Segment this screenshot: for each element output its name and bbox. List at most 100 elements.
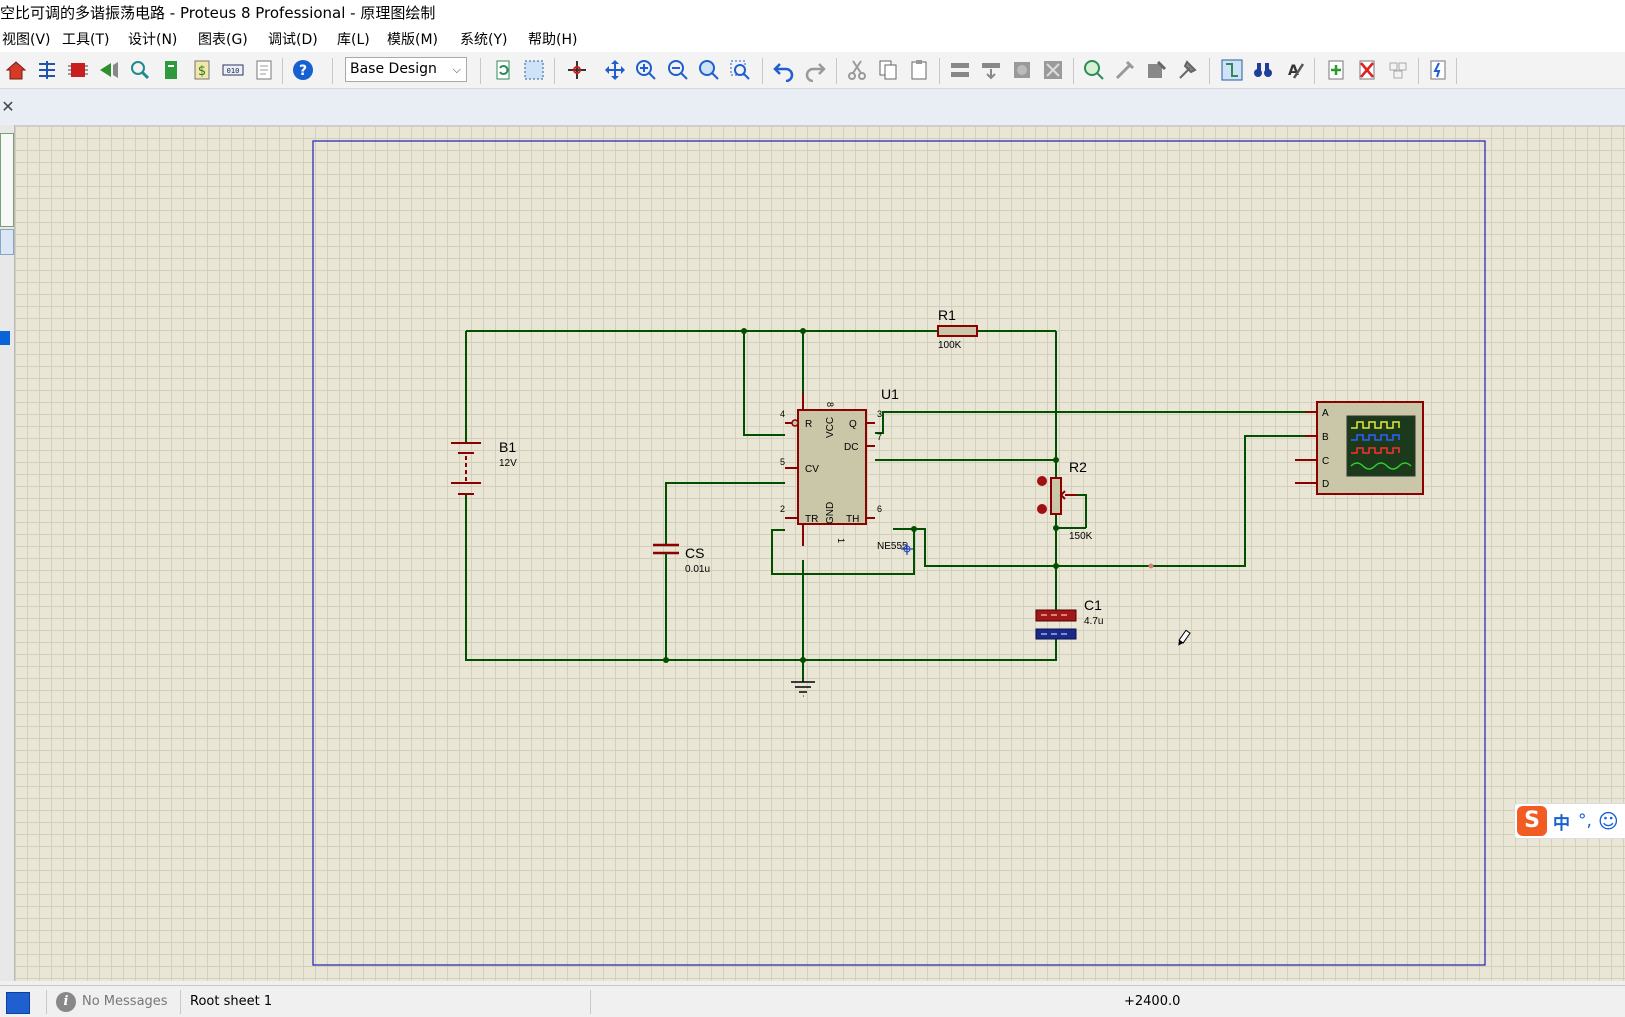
block-delete-icon[interactable] [1039,56,1067,84]
menu-library[interactable]: 库(L) [337,32,370,48]
status-separator [180,990,181,1014]
menu-design[interactable]: 设计(N) [128,32,178,48]
zoom-in-icon[interactable] [632,56,660,84]
pin-label-dc: DC [844,442,858,453]
zoom-area-icon[interactable] [726,56,754,84]
remove-sheet-icon[interactable] [1353,56,1381,84]
scope-channel-c: C [1322,456,1329,467]
sogou-logo-icon: S [1517,806,1547,836]
battery-ref: B1 [499,439,516,455]
c1-ref: C1 [1084,597,1102,613]
cs-value: 0.01u [685,564,710,575]
pin-number-vcc: 8 [825,402,835,407]
home-icon[interactable] [2,56,30,84]
ic-ref: U1 [881,386,899,402]
menu-tools[interactable]: 工具(T) [62,32,110,48]
block-rotate-icon[interactable] [1008,56,1036,84]
3d-viewer-icon[interactable] [95,56,123,84]
cut-icon[interactable] [843,56,871,84]
toolbar-separator [480,58,481,84]
pin-number-cv: 5 [780,457,785,467]
block-copy-icon[interactable] [946,56,974,84]
menu-bar: 视图(V) 工具(T) 设计(N) 图表(G) 调试(D) 库(L) 模版(M)… [0,28,1625,52]
pan-icon[interactable] [601,56,629,84]
oscilloscope[interactable]: A B C D [1295,401,1424,495]
chevron-down-icon: ⌵ [452,63,461,76]
schematic-capture-icon[interactable] [33,56,61,84]
toolbar-separator [1314,58,1315,84]
status-messages[interactable]: No Messages [82,994,168,1009]
animation-control-icon[interactable] [6,992,30,1014]
overview-window[interactable] [0,133,14,227]
device-selector-toggle[interactable] [0,229,14,255]
undo-icon[interactable] [770,56,798,84]
wire-junctions [663,328,1059,663]
bill-of-materials-icon[interactable]: $ [188,56,216,84]
close-icon[interactable]: ✕ [1,97,15,116]
redo-icon[interactable] [801,56,829,84]
design-variant-select[interactable]: Base Design ⌵ [345,57,467,82]
menu-template[interactable]: 模版(M) [387,32,439,48]
copy-icon[interactable] [874,56,902,84]
design-variant-value: Base Design [350,61,437,77]
pin-label-tr: TR [805,514,818,525]
battery-b1[interactable]: B1 12V [451,439,517,495]
capacitor-c1[interactable]: C1 4.7u [1035,594,1103,640]
ground-symbol[interactable] [791,681,815,697]
exit-to-parent-icon[interactable] [1384,56,1412,84]
design-explorer-icon[interactable] [157,56,185,84]
block-move-icon[interactable] [977,56,1005,84]
help-icon[interactable]: ? [289,56,317,84]
search-tag-icon[interactable] [1249,56,1277,84]
gerber-viewer-icon[interactable] [126,56,154,84]
source-code-icon[interactable]: 010 [219,56,247,84]
window-title: 空比可调的多谐振荡电路 - Proteus 8 Professional - 原… [0,4,436,22]
wire-autorouter-icon[interactable] [1218,56,1246,84]
pcb-layout-icon[interactable] [64,56,92,84]
potentiometer-r2[interactable]: R2 150K [1037,459,1093,542]
r1-value: 100K [938,340,962,351]
menu-graph[interactable]: 图表(G) [198,32,248,48]
paste-icon[interactable] [905,56,933,84]
refresh-icon[interactable] [489,56,517,84]
pin-number-th: 6 [877,504,882,514]
electrical-rule-check-icon[interactable] [1424,56,1452,84]
status-bar: i No Messages Root sheet 1 +2400.0 [0,985,1625,1017]
packaging-tool-icon[interactable] [1142,56,1170,84]
selected-device-item[interactable] [0,331,10,345]
notes-icon[interactable] [250,56,278,84]
menu-debug[interactable]: 调试(D) [268,32,318,48]
schematic-canvas[interactable]: B1 12V R1 100K U1 NE555 R Q DC CV TR TH … [15,126,1625,981]
status-coordinate: +2400.0 [1124,994,1181,1009]
svg-text:010: 010 [227,67,240,75]
main-toolbar: $ 010 ? [0,52,1625,89]
decompose-icon[interactable] [1173,56,1201,84]
ime-toolbar[interactable]: S 中 °, ☺ [1514,803,1625,839]
capacitor-cs[interactable]: CS 0.01u [653,543,710,575]
title-bar: 空比可调的多谐振荡电路 - Proteus 8 Professional - 原… [0,0,1625,28]
cs-ref: CS [685,545,704,561]
new-sheet-icon[interactable] [1322,56,1350,84]
info-icon: i [56,992,76,1012]
property-assignment-icon[interactable]: A [1280,56,1308,84]
grid-toggle-icon[interactable] [520,56,548,84]
origin-icon[interactable] [563,56,591,84]
pin-label-vcc: VCC [825,417,836,438]
status-separator [590,990,591,1014]
menu-system[interactable]: 系统(Y) [460,32,508,48]
pick-device-icon[interactable] [1080,56,1108,84]
probe-cursor-ring-icon [903,545,911,553]
toolbar-separator [1418,58,1419,84]
make-device-icon[interactable] [1111,56,1139,84]
ic-u1-ne555[interactable]: U1 NE555 R Q DC CV TR TH VCC GND 4 8 3 7… [780,386,913,555]
ime-punctuation-icon[interactable]: °, [1578,811,1592,831]
ime-emoji-icon[interactable]: ☺ [1597,809,1619,833]
zoom-out-icon[interactable] [664,56,692,84]
menu-view[interactable]: 视图(V) [2,32,51,48]
menu-help[interactable]: 帮助(H) [528,32,578,48]
zoom-fit-icon[interactable] [695,56,723,84]
toolbar-separator [1073,58,1074,84]
r2-value: 150K [1069,531,1093,542]
resistor-r1[interactable]: R1 100K [937,307,978,351]
ime-mode-label[interactable]: 中 [1553,813,1570,834]
